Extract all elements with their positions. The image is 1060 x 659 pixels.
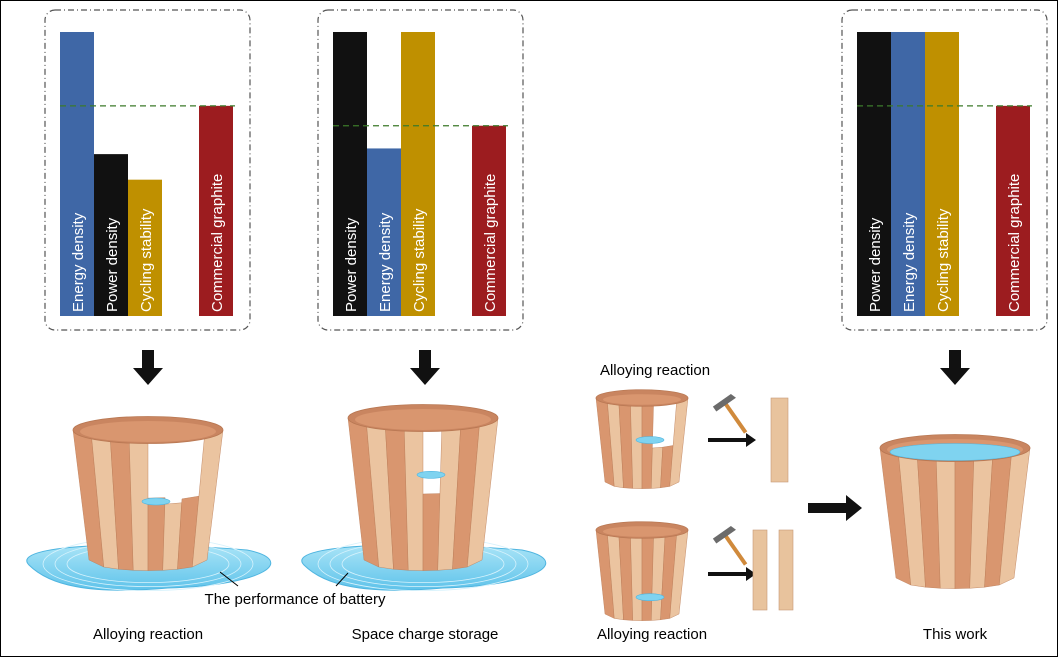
caption-alloying: Alloying reaction [93,626,203,643]
chart-panel-alloying: Energy density Power density Cycling stabi… [44,9,251,331]
bar-power-density [94,154,128,316]
bar-energy-density [60,32,94,316]
bar-label: Commercial graphite [209,174,226,312]
bar-commercial-graphite [472,125,506,316]
bucket-inside [603,394,681,405]
panel-border [44,9,251,331]
chart-panel-space-charge: Power density Energy density Cycling stabi… [317,9,524,331]
bar-label: Power density [104,217,121,312]
bar-label: Cycling stability [411,208,428,312]
annotation-performance: The performance of battery [205,591,386,608]
bar-label: Commercial graphite [482,174,499,312]
bucket-inside [80,421,216,442]
bar-energy-density [891,32,925,316]
hammer-head [712,393,736,412]
water-surface [635,436,665,444]
bar-label: Power density [343,217,360,312]
bar-cycling-stability [401,32,435,316]
caption-this-work: This work [923,626,988,643]
bar-label: Cycling stability [935,208,952,312]
right-arrow-icon [708,567,756,581]
caption-space-charge: Space charge storage [352,626,499,643]
water-surface [416,470,446,479]
bucket-stave [630,405,643,489]
down-arrow-icon [410,350,440,385]
wood-plank [778,529,794,611]
water-surface [889,443,1021,461]
bar-commercial-graphite [996,105,1030,316]
leader-line [335,572,349,587]
panel-border [317,9,524,331]
bucket-stave [422,493,441,571]
hammer-icon [712,393,748,434]
bar-label: Energy density [377,212,394,312]
bar-power-density [857,32,891,316]
down-arrow-icon [133,350,163,385]
bar-commercial-graphite [199,105,233,316]
bar-label: Energy density [901,212,918,312]
bucket-small-bottom [595,521,689,621]
hammer-handle [723,401,748,434]
chart-panel-this-work: Power density Energy density Cycling stabi… [841,9,1048,331]
big-right-arrow-icon [808,495,862,521]
down-arrow-icon [940,350,970,385]
wood-plank [752,529,768,611]
bucket-this-work [879,434,1031,589]
bar-label: Energy density [70,212,87,312]
wood-plank [770,397,789,483]
bucket-inside [355,409,491,430]
bar-cycling-stability [128,179,162,316]
bucket-stave [630,537,643,621]
bar-label: Cycling stability [138,208,155,312]
panel-border [841,9,1048,331]
hammer-head [712,525,736,544]
bar-label: Commercial graphite [1006,174,1023,312]
bar-label: Power density [867,217,884,312]
hammer-icon [712,525,748,566]
hammer-handle [723,533,748,566]
bucket-inside [603,526,681,537]
caption-middle-top: Alloying reaction [600,362,710,379]
bucket-alloying [26,416,272,592]
caption-middle-bottom: Alloying reaction [597,626,707,643]
water-surface [635,593,665,602]
right-arrow-icon [708,433,756,447]
leader-line [219,571,239,587]
water-surface [141,497,171,506]
bucket-small-top [595,389,689,489]
bar-power-density [333,32,367,316]
bucket-stave [147,497,166,571]
bar-cycling-stability [925,32,959,316]
bucket-stave [669,397,689,487]
bar-energy-density [367,148,401,316]
bucket-space-charge [301,404,547,592]
